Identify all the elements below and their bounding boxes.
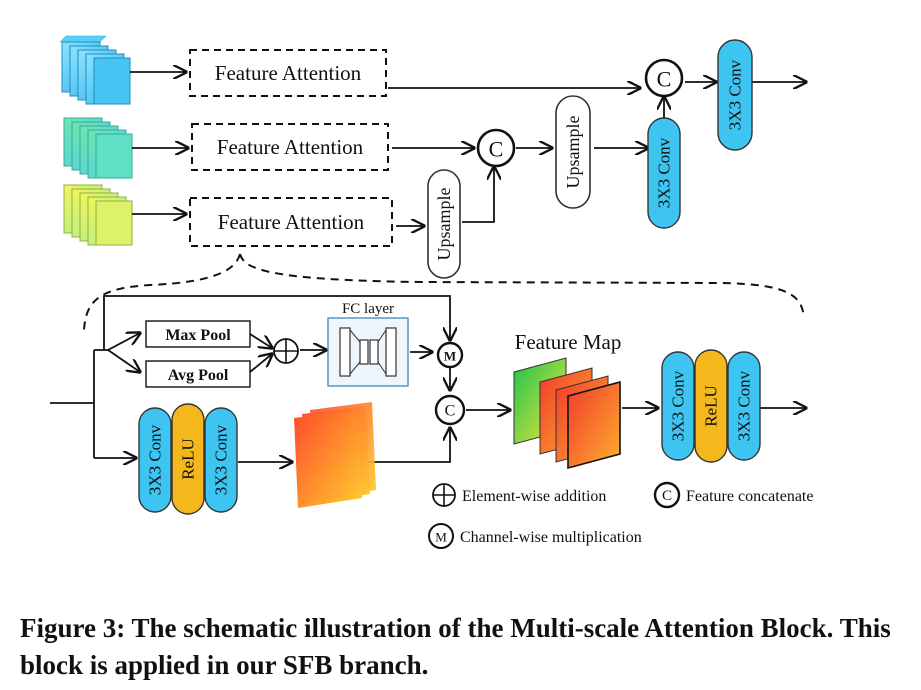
feature-map-stack — [513, 357, 621, 470]
max-pool-box: Max Pool — [145, 320, 251, 348]
max-pool-label: Max Pool — [165, 327, 231, 344]
conv-left-1-label: 3X3 Conv — [146, 424, 165, 495]
conv-top-1-label: 3X3 Conv — [655, 137, 674, 208]
multiplication-node: M — [436, 341, 464, 369]
legend-addition: Element-wise addition — [432, 483, 606, 507]
avg-pool-box: Avg Pool — [145, 360, 251, 388]
addition-node — [273, 338, 299, 364]
conv-stack-left: 3X3 Conv ReLU 3X3 Conv — [138, 403, 238, 515]
attention-map-stack — [294, 402, 376, 508]
upsample-2: Upsample — [555, 95, 591, 209]
concat-symbol: C — [657, 67, 672, 92]
detail-connectors — [50, 295, 806, 462]
legend-addition-label: Element-wise addition — [462, 488, 606, 505]
legend-concat: C Feature concatenate — [653, 481, 813, 509]
attention-block-diagram: Feature Attention Feature Attention Feat… — [50, 35, 813, 549]
conv-top-1: 3X3 Conv — [647, 117, 681, 229]
conv-top-2: 3X3 Conv — [717, 39, 753, 151]
relu-left-label: ReLU — [179, 438, 198, 480]
conv-top-2-label: 3X3 Conv — [726, 59, 745, 130]
zoom-bracket-right — [239, 253, 805, 319]
relu-right-label: ReLU — [702, 385, 721, 427]
feature-map-title: Feature Map — [515, 330, 622, 354]
upsample-1-label: Upsample — [434, 187, 454, 260]
feature-attention-2-label: Feature Attention — [217, 135, 364, 159]
concat-symbol: C — [445, 403, 456, 420]
zoom-bracket-left — [83, 253, 241, 331]
feature-attention-3: Feature Attention — [189, 197, 393, 247]
legend: Element-wise addition C Feature concaten… — [428, 481, 813, 549]
fc-layer-label: FC layer — [342, 301, 394, 317]
avg-pool-label: Avg Pool — [168, 367, 229, 384]
conv-right-2-label: 3X3 Conv — [735, 370, 754, 441]
input-stack-yellow — [63, 184, 133, 246]
input-stack-blue — [59, 35, 131, 105]
feature-attention-1-label: Feature Attention — [215, 61, 362, 85]
feature-attention-3-label: Feature Attention — [218, 210, 365, 234]
input-stack-cyan — [63, 117, 133, 179]
conv-left-2-label: 3X3 Conv — [212, 424, 231, 495]
concat-node-bottom: C — [434, 394, 466, 426]
conv-right-1-label: 3X3 Conv — [669, 370, 688, 441]
upsample-1: Upsample — [427, 169, 461, 279]
legend-multiplication: M Channel-wise multiplication — [428, 523, 642, 549]
legend-concat-label: Feature concatenate — [686, 488, 813, 505]
concat-symbol: C — [662, 488, 672, 504]
feature-attention-1: Feature Attention — [189, 49, 387, 97]
mult-symbol: M — [444, 349, 456, 364]
legend-multiplication-label: Channel-wise multiplication — [460, 529, 642, 546]
concat-node-middle: C — [476, 128, 516, 168]
concat-symbol: C — [489, 137, 504, 162]
fc-layer-box: FC layer — [327, 301, 409, 387]
top-connectors — [130, 72, 806, 226]
upsample-2-label: Upsample — [563, 115, 583, 188]
mult-symbol: M — [435, 530, 447, 545]
feature-attention-2: Feature Attention — [191, 123, 389, 171]
conv-stack-right: 3X3 Conv ReLU 3X3 Conv — [661, 349, 761, 463]
figure-caption: Figure 3: The schematic illustration of … — [20, 613, 891, 680]
concat-node-top: C — [644, 58, 684, 98]
